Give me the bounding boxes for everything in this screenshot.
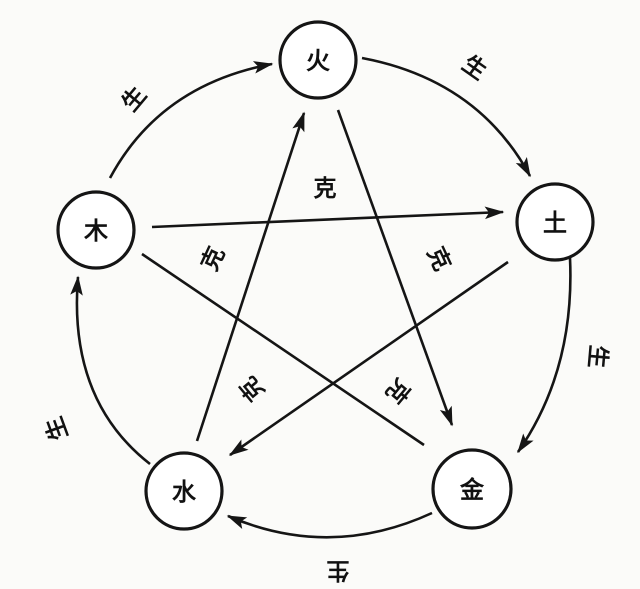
line-earth-to-water [228,260,509,457]
label-overcome-earth-water: 克 [235,371,270,406]
label-generate-fire-earth: 生 [457,51,491,85]
node-earth: 土 [515,182,595,262]
arc-wood-to-fire [108,61,274,179]
label-overcome-water-fire: 克 [196,243,230,275]
node-metal-label: 金 [459,476,485,504]
arc-metal-to-water [226,511,433,539]
line-metal-to-wood [141,252,425,447]
node-wood: 木 [56,190,136,270]
node-wood-label: 木 [83,217,109,245]
label-generate-earth-metal: 生 [583,344,611,369]
label-overcome-wood-earth: 克 [314,175,337,202]
label-overcome-metal-wood: 克 [380,373,415,408]
node-earth-label: 土 [543,209,567,237]
label-generate-metal-water: 生 [327,557,350,583]
node-fire: 火 [278,20,358,100]
overcoming-cycle [141,109,509,457]
label-generate-wood-fire: 生 [117,82,152,116]
line-water-to-fire [195,111,306,442]
line-fire-to-metal [336,109,454,427]
line-wood-to-earth [151,206,505,229]
generating-cycle [70,56,572,539]
node-water-label: 水 [172,478,197,506]
node-metal: 金 [431,448,513,530]
arc-fire-to-earth [361,56,532,178]
node-fire-label: 火 [306,47,330,75]
label-generate-water-wood: 生 [41,413,73,444]
label-overcome-fire-metal: 克 [422,243,456,275]
arc-water-to-wood [70,275,151,466]
arc-earth-to-metal [516,257,572,454]
node-water: 水 [144,451,224,531]
